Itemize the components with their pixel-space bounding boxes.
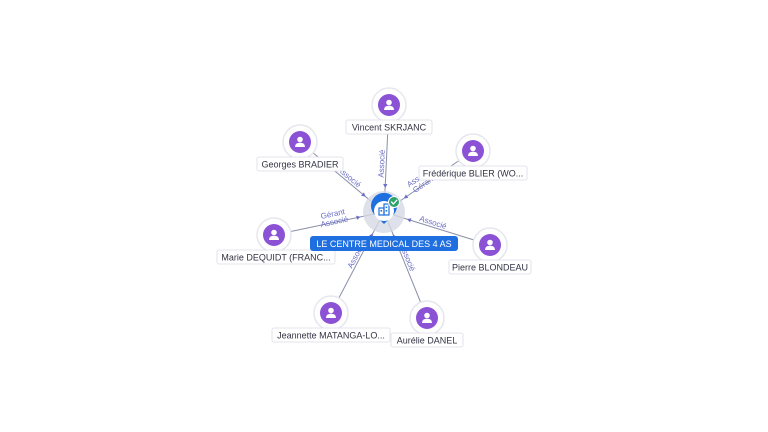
edge-arrow-frederique: [403, 194, 409, 199]
person-name-box: [345, 119, 433, 135]
building-icon: [378, 203, 390, 216]
person-name-box: [256, 156, 344, 172]
edge-arrow-marie: [356, 215, 361, 220]
person-name-box: [448, 259, 532, 275]
person-name: Aurélie DANEL: [397, 336, 458, 346]
person-node-georges[interactable]: Georges BRADIER: [256, 124, 344, 172]
person-icon: [384, 99, 394, 110]
edge-role-label: Associé: [377, 149, 387, 178]
person-name-box: [390, 332, 464, 348]
person-node-jeannette[interactable]: Jeannette MATANGA-LO...: [271, 295, 391, 343]
edge-role-label: Associé: [418, 214, 448, 231]
person-node-pierre[interactable]: Pierre BLONDEAU: [448, 227, 532, 275]
person-icon: [295, 136, 305, 147]
edge-arrow-vincent: [383, 183, 388, 189]
edge-arrow-pierre: [406, 218, 412, 223]
person-node-marie[interactable]: Marie DEQUIDT (FRANC...: [216, 217, 336, 265]
person-icon: [269, 229, 279, 240]
person-icon: [468, 145, 478, 156]
person-name: Georges BRADIER: [261, 160, 339, 170]
nodes-layer: Vincent SKRJANC Georges BRADIER Frédérique…: [216, 87, 532, 348]
person-name-box: [418, 165, 528, 181]
person-name-box: [216, 249, 336, 265]
company-node[interactable]: LE CENTRE MEDICAL DES 4 AS: [310, 191, 458, 251]
person-icon: [326, 307, 336, 318]
person-name: Marie DEQUIDT (FRANC...: [221, 253, 330, 263]
edge-arrow-georges: [361, 192, 366, 197]
company-label: LE CENTRE MEDICAL DES 4 AS: [316, 239, 451, 249]
person-name-box: [271, 327, 391, 343]
person-node-vincent[interactable]: Vincent SKRJANC: [345, 87, 433, 135]
person-name: Jeannette MATANGA-LO...: [277, 331, 385, 341]
verified-check-icon: [388, 196, 400, 208]
person-node-aurelie[interactable]: Aurélie DANEL: [390, 300, 464, 348]
person-name: Vincent SKRJANC: [352, 123, 427, 133]
person-name: Pierre BLONDEAU: [452, 263, 528, 273]
person-name: Frédérique BLIER (WO...: [423, 169, 524, 179]
company-label-background: [310, 236, 458, 251]
person-icon: [485, 239, 495, 250]
person-icon: [422, 312, 432, 323]
person-node-frederique[interactable]: Frédérique BLIER (WO...: [418, 133, 528, 181]
